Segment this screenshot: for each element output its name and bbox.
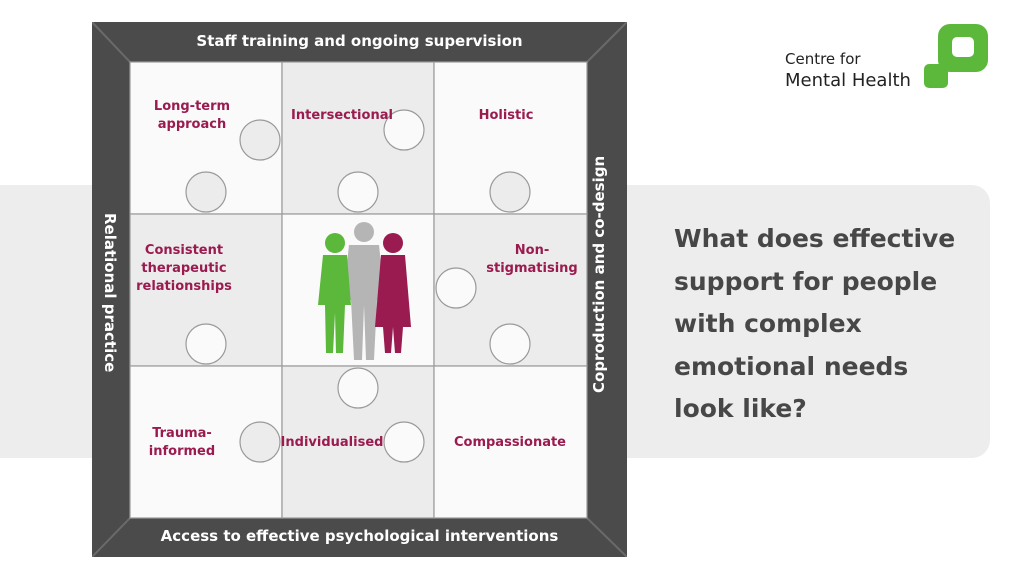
logo-line1: Centre for [785,50,861,68]
people-silhouettes [318,222,411,360]
frame-bottom-label: Access to effective psychological interv… [160,527,559,545]
piece-individualised: Individualised [280,435,384,450]
frame-left-label: Relational practice [101,213,119,373]
piece-non-stigmatising: Non-stigmatising [486,243,578,276]
piece-holistic: Holistic [478,108,534,123]
piece-compassionate: Compassionate [453,435,567,450]
piece-trauma-informed: Trauma-informed [148,426,216,459]
logo-mark-icon [924,24,988,88]
frame-right-label: Coproduction and co-design [590,155,608,393]
puzzle-graphic [91,21,628,558]
piece-intersectional: Intersectional [291,108,393,123]
question-heading: What does effective support for people w… [674,224,956,423]
puzzle-frame: Staff training and ongoing supervision A… [91,21,628,558]
frame-top-label: Staff training and ongoing supervision [196,32,523,50]
logo-line2: Mental Health [785,70,911,91]
